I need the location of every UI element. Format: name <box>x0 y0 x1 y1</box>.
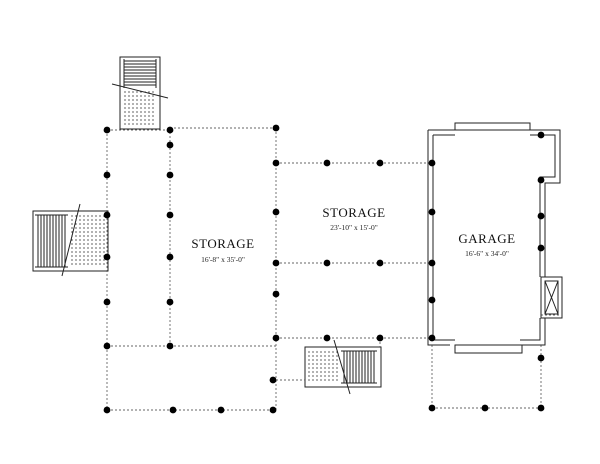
garage-door-bottom <box>454 344 523 354</box>
porch-outline <box>106 127 561 411</box>
garage-walls <box>427 122 563 354</box>
stair-top-break <box>111 83 169 99</box>
stair-bottom-box <box>304 346 382 388</box>
garage-door-top <box>454 122 531 131</box>
garage-side-door <box>540 276 563 319</box>
stair-left-break <box>61 203 81 277</box>
room-garage-dims: 16'-6" x 34'-0" <box>465 249 509 258</box>
columns <box>103 124 545 414</box>
room-storage-left-dims: 16'-8" x 35'-0" <box>201 255 245 264</box>
stair-top-box <box>119 56 161 130</box>
room-storage-center-name: STORAGE <box>322 205 385 220</box>
room-garage-name: GARAGE <box>458 231 515 246</box>
stair-left-box <box>32 210 109 272</box>
stair-left <box>32 203 109 277</box>
stair-bottom-break <box>333 339 351 395</box>
room-storage-left-name: STORAGE <box>191 236 254 251</box>
stair-bottom <box>304 339 382 395</box>
stair-top <box>111 56 169 130</box>
room-storage-center-dims: 23'-10" x 15'-0" <box>330 223 378 232</box>
